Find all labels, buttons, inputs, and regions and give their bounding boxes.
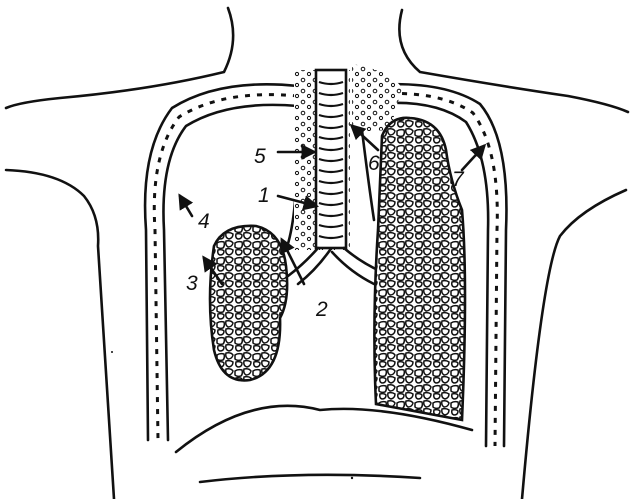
right-arm-outline bbox=[522, 190, 626, 499]
label-5: 5 bbox=[254, 145, 266, 168]
label-7: 7 bbox=[452, 168, 465, 191]
collapsed-lung bbox=[210, 226, 287, 381]
scan-speck bbox=[111, 351, 113, 353]
label-3: 3 bbox=[186, 272, 198, 295]
label-6: 6 bbox=[368, 152, 380, 175]
label-2: 2 bbox=[315, 298, 328, 321]
lower-torso-line bbox=[200, 475, 420, 482]
scan-speck bbox=[351, 477, 353, 479]
neck-right-outline bbox=[399, 10, 628, 112]
left-arm-outline bbox=[6, 170, 114, 499]
label-1: 1 bbox=[258, 184, 270, 207]
label-4: 4 bbox=[198, 210, 210, 233]
arrow-4 bbox=[180, 196, 192, 216]
consolidated-lung bbox=[374, 118, 465, 420]
neck-left-outline bbox=[6, 8, 233, 108]
